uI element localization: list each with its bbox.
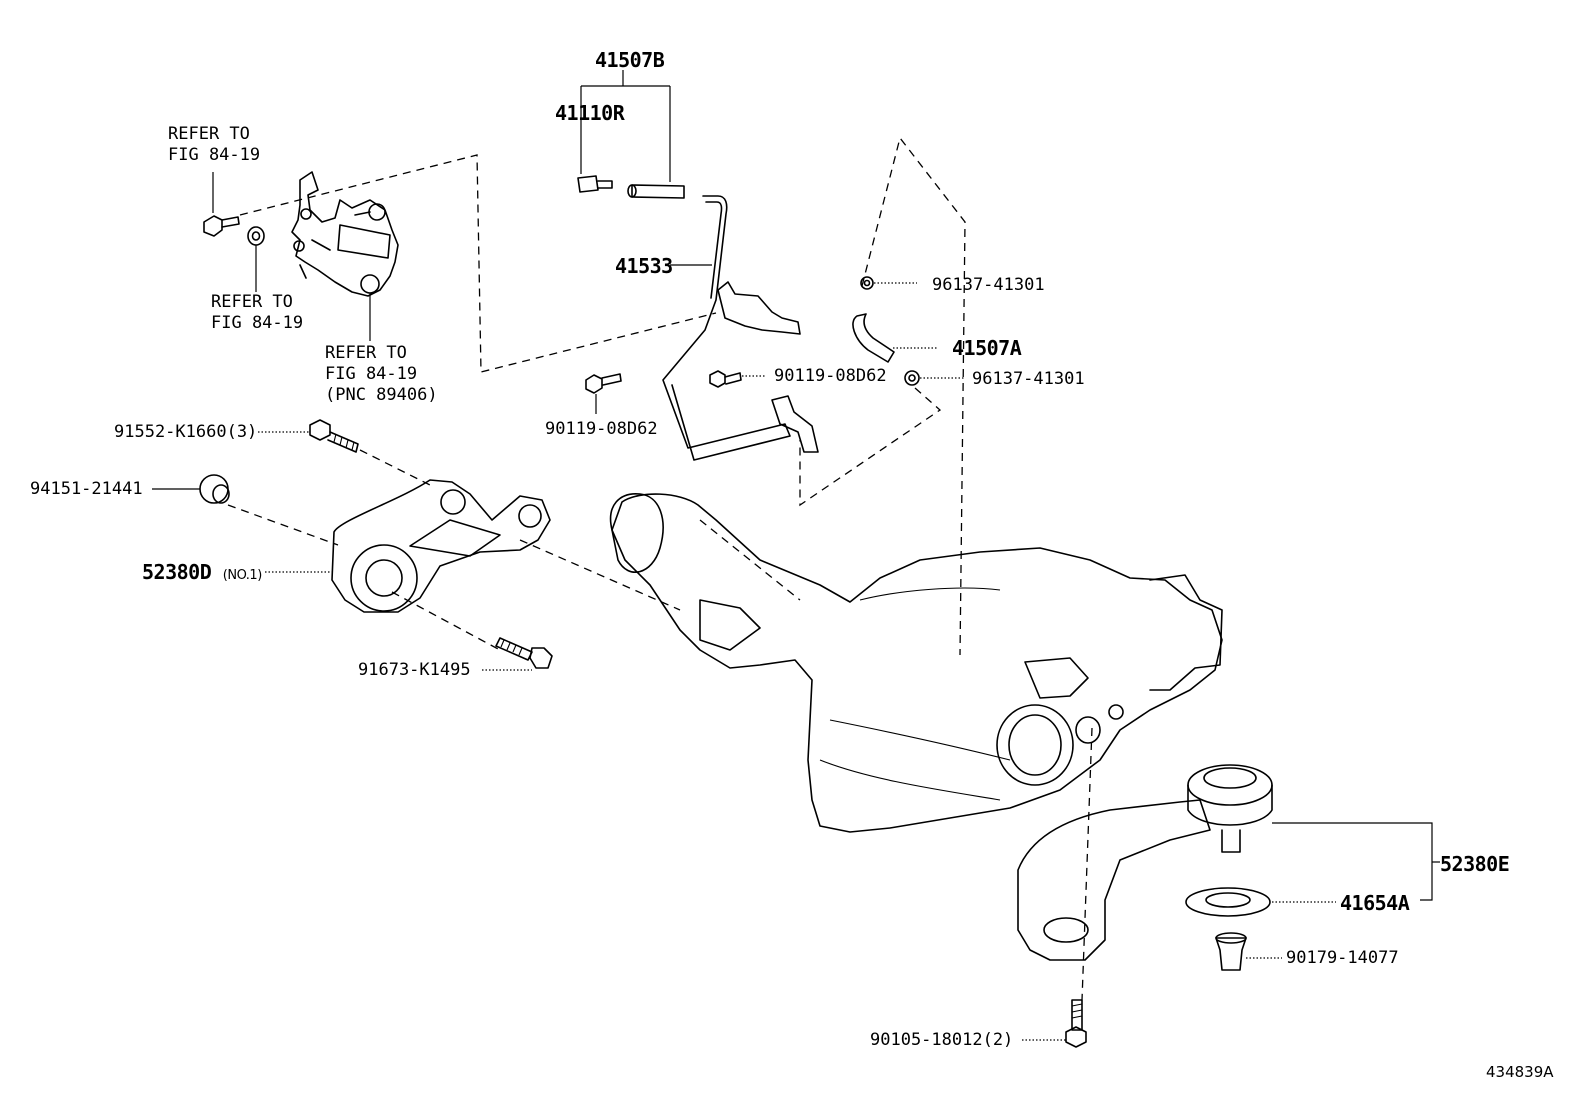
pipe-41533 [662, 195, 819, 461]
bolt-90119-right [709, 370, 742, 388]
reference-note-2: REFER TO FIG 84-19 [211, 292, 304, 333]
label-90179: 90179-14077 [1286, 948, 1399, 968]
dash-hose-line [861, 136, 966, 656]
figure-id: 434839A [1486, 1063, 1554, 1081]
differential-carrier [609, 493, 1223, 833]
bolt-91552 [309, 419, 359, 453]
clamp-96137-top [860, 276, 874, 290]
label-90119-left: 90119-08D62 [545, 419, 658, 439]
mount-52380D [331, 479, 551, 613]
label-41507B: 41507B [595, 48, 665, 72]
hose-41507B [627, 184, 685, 199]
label-41507A: 41507A [952, 336, 1022, 360]
label-52380D: 52380D (NO.1) [142, 560, 262, 588]
label-41654A: 41654A [1340, 891, 1410, 915]
height-sensor-bracket [291, 171, 399, 297]
dash-bracket-outline [239, 154, 717, 373]
label-52380E: 52380E [1440, 852, 1510, 876]
label-41533: 41533 [615, 254, 673, 278]
clamp-96137-bottom [904, 370, 920, 386]
hose-41507A [852, 313, 895, 363]
label-52380D-note: (NO.1) [222, 568, 262, 583]
label-91673: 91673-K1495 [358, 660, 471, 680]
washer-41654A [1185, 887, 1271, 917]
dash-rear-bolt [1081, 727, 1093, 1001]
label-94151: 94151-21441 [30, 479, 143, 499]
label-52380D-number: 52380D [142, 560, 212, 584]
leader-41507B [580, 70, 671, 182]
dash-mount-lines [227, 449, 801, 651]
bolt-90105 [1065, 999, 1087, 1048]
label-91552: 91552-K1660(3) [114, 422, 258, 442]
label-90119-right: 90119-08D62 [774, 366, 887, 386]
label-96137-top: 96137-41301 [932, 275, 1045, 295]
union-41110R [577, 175, 613, 193]
reference-note-1: REFER TO FIG 84-19 [168, 124, 261, 165]
bolt-91673 [495, 637, 553, 669]
dash-clamp-line [799, 387, 942, 507]
label-41110R: 41110R [555, 101, 625, 125]
label-90105: 90105-18012(2) [870, 1030, 1014, 1050]
flange-bolt-ref [203, 215, 240, 237]
nut-ref [247, 226, 265, 246]
leader-52380E-top [1272, 822, 1433, 901]
collar-90179 [1215, 932, 1247, 971]
reference-note-3: REFER TO FIG 84-19 (PNC 89406) [325, 343, 438, 405]
bolt-90119-left [585, 373, 622, 394]
label-96137-bottom: 96137-41301 [972, 369, 1085, 389]
mount-52380E [1017, 764, 1273, 961]
cap-94151 [199, 474, 230, 504]
